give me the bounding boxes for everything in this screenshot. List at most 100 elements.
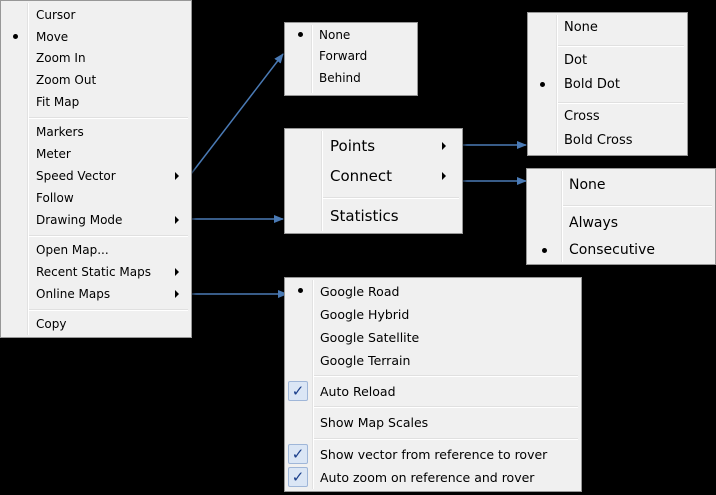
menu-item-zoom-in[interactable]: Zoom In: [1, 49, 191, 67]
menu-item-label: Auto Reload: [320, 384, 396, 399]
menu-item-label: None: [569, 177, 606, 193]
menu-item-points[interactable]: Points: [285, 135, 462, 157]
menu-item-label: Google Road: [320, 284, 400, 299]
menu-item-label: Fit Map: [36, 95, 80, 109]
menu-item-label: Always: [569, 215, 619, 231]
menu-separator: [29, 309, 188, 311]
points-submenu: None Dot Bold Dot Cross Bold Cross: [527, 12, 688, 156]
menu-item-label: Recent Static Maps: [36, 265, 151, 279]
menu-item-show-vector-reference-rover[interactable]: ✓ Show vector from reference to rover: [285, 443, 581, 465]
menu-item-behind[interactable]: Behind: [285, 69, 417, 87]
menu-item-label: Drawing Mode: [36, 213, 123, 227]
menu-item-label: Show Map Scales: [320, 415, 429, 430]
menu-item-move[interactable]: Move: [1, 28, 191, 46]
menu-item-label: None: [319, 28, 351, 42]
menu-gutter: [561, 171, 563, 262]
menu-item-connect[interactable]: Connect: [285, 165, 462, 187]
menu-item-open-map[interactable]: Open Map...: [1, 241, 191, 259]
menu-item-label: Google Hybrid: [320, 307, 410, 322]
menu-item-label: None: [564, 20, 598, 35]
chevron-right-icon: [442, 172, 446, 180]
menu-item-meter[interactable]: Meter: [1, 145, 191, 163]
radio-bullet-icon: [298, 288, 303, 293]
menu-item-cursor[interactable]: Cursor: [1, 6, 191, 24]
menu-item-label: Auto zoom on reference and rover: [320, 470, 535, 485]
chevron-right-icon: [175, 290, 179, 298]
checkmark-icon: ✓: [288, 467, 308, 487]
menu-item-label: Consecutive: [569, 242, 655, 258]
menu-item-none[interactable]: None: [285, 26, 417, 44]
chevron-right-icon: [175, 172, 179, 180]
menu-item-speed-vector[interactable]: Speed Vector: [1, 167, 191, 185]
arrow-speed-vector: [190, 53, 284, 175]
menu-item-label: Bold Cross: [564, 133, 633, 148]
menu-item-label: Statistics: [330, 207, 399, 225]
menu-gutter: [321, 131, 323, 231]
menu-item-auto-reload[interactable]: ✓ Auto Reload: [285, 380, 581, 402]
menu-separator: [558, 45, 684, 47]
menu-item-label: Online Maps: [36, 287, 111, 301]
menu-item-always[interactable]: Always: [527, 213, 715, 234]
menu-item-label: Points: [330, 137, 376, 155]
menu-item-dot[interactable]: Dot: [528, 51, 687, 71]
menu-item-label: Move: [36, 30, 69, 44]
menu-item-auto-zoom-reference-rover[interactable]: ✓ Auto zoom on reference and rover: [285, 466, 581, 488]
menu-item-label: Cursor: [36, 8, 76, 22]
menu-item-label: Forward: [319, 49, 368, 63]
menu-item-fit-map[interactable]: Fit Map: [1, 93, 191, 111]
menu-item-online-maps[interactable]: Online Maps: [1, 285, 191, 303]
menu-item-label: Open Map...: [36, 243, 109, 257]
menu-gutter: [312, 280, 314, 489]
menu-item-label: Copy: [36, 317, 67, 331]
menu-item-google-terrain[interactable]: Google Terrain: [285, 351, 581, 370]
menu-item-label: Google Terrain: [320, 353, 411, 368]
menu-item-label: Show vector from reference to rover: [320, 447, 548, 462]
radio-bullet-icon: [13, 34, 18, 39]
menu-item-show-map-scales[interactable]: Show Map Scales: [285, 412, 581, 434]
radio-bullet-icon: [542, 248, 547, 253]
menu-item-label: Markers: [36, 125, 84, 139]
chevron-right-icon: [442, 142, 446, 150]
menu-separator: [314, 438, 578, 440]
menu-item-follow[interactable]: Follow: [1, 189, 191, 207]
online-maps-submenu: Google Road Google Hybrid Google Satelli…: [284, 277, 582, 492]
menu-item-label: Bold Dot: [564, 77, 620, 92]
menu-item-markers[interactable]: Markers: [1, 123, 191, 141]
menu-item-cross[interactable]: Cross: [528, 107, 687, 127]
menu-item-label: Follow: [36, 191, 74, 205]
menu-item-label: Dot: [564, 53, 588, 68]
menu-item-google-road[interactable]: Google Road: [285, 282, 581, 301]
menu-item-statistics[interactable]: Statistics: [285, 205, 462, 227]
menu-gutter: [311, 25, 313, 93]
menu-item-label: Zoom Out: [36, 73, 97, 87]
menu-item-recent-static-maps[interactable]: Recent Static Maps: [1, 263, 191, 281]
menu-item-drawing-mode[interactable]: Drawing Mode: [1, 211, 191, 229]
menu-separator: [29, 117, 188, 119]
menu-separator: [314, 375, 578, 377]
drawing-mode-submenu: Points Connect Statistics: [284, 128, 463, 234]
menu-item-consecutive[interactable]: Consecutive: [527, 240, 715, 261]
chevron-right-icon: [175, 268, 179, 276]
menu-separator: [29, 235, 188, 237]
menu-gutter: [556, 15, 558, 153]
menu-separator: [563, 205, 712, 207]
menu-item-google-hybrid[interactable]: Google Hybrid: [285, 305, 581, 324]
menu-item-label: Meter: [36, 147, 71, 161]
checkmark-icon: ✓: [288, 381, 308, 401]
menu-gutter: [27, 3, 29, 335]
menu-item-label: Connect: [330, 167, 393, 185]
menu-item-label: Google Satellite: [320, 330, 420, 345]
menu-separator: [323, 197, 459, 199]
menu-item-none[interactable]: None: [527, 175, 715, 196]
radio-bullet-icon: [540, 82, 545, 87]
menu-item-label: Zoom In: [36, 51, 86, 65]
menu-item-google-satellite[interactable]: Google Satellite: [285, 328, 581, 347]
menu-item-zoom-out[interactable]: Zoom Out: [1, 71, 191, 89]
menu-item-none[interactable]: None: [528, 18, 687, 38]
menu-separator: [314, 406, 578, 408]
menu-item-bold-cross[interactable]: Bold Cross: [528, 131, 687, 151]
menu-item-forward[interactable]: Forward: [285, 47, 417, 65]
menu-item-bold-dot[interactable]: Bold Dot: [528, 75, 687, 95]
menu-item-copy[interactable]: Copy: [1, 315, 191, 333]
menu-separator: [558, 102, 684, 104]
